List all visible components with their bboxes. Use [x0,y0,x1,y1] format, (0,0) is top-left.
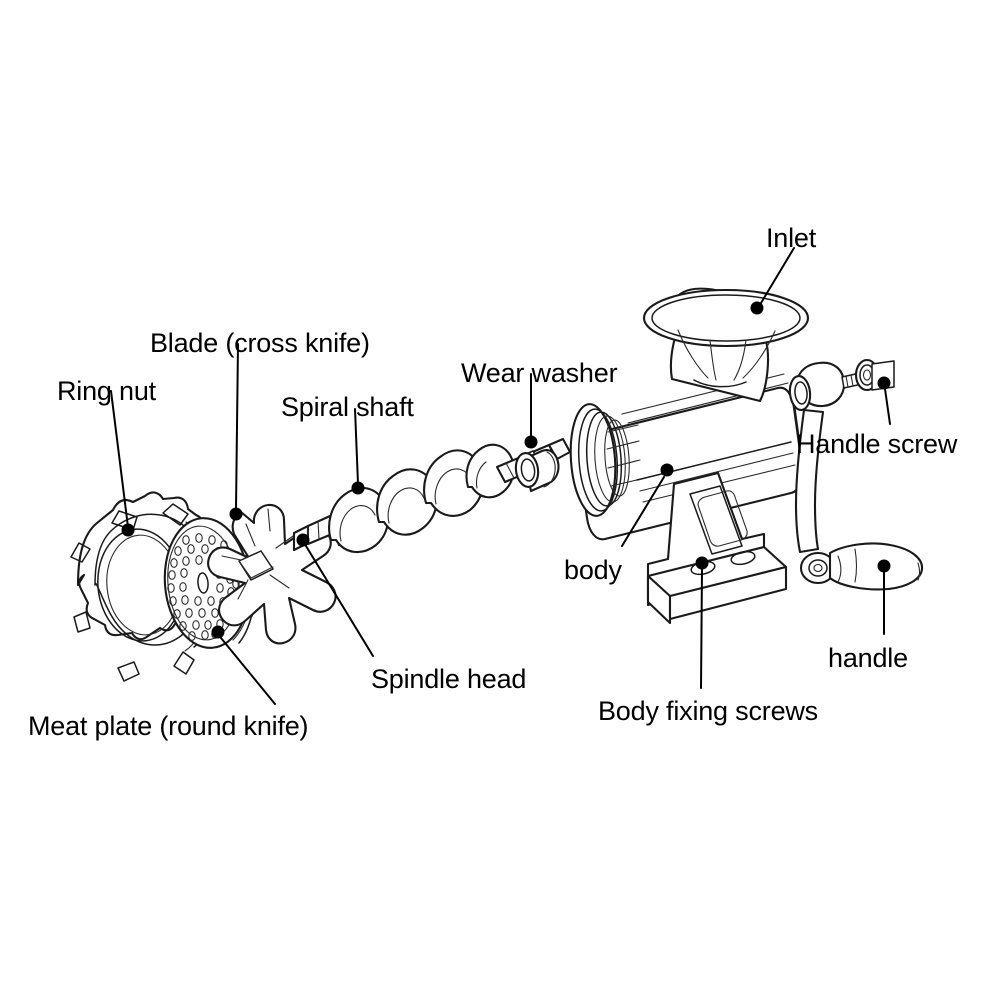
leader-lines [110,247,891,705]
leader-dot-wear-washer [524,435,538,449]
label-spindle-head: Spindle head [371,664,527,694]
leader-dot-handle-screw [877,376,891,390]
part-wear-washer [514,449,560,493]
leader-dot-body-screws [695,556,709,570]
leader-dot-blade [229,507,243,521]
part-handle-screw [788,358,895,411]
leader-dot-meat-plate [211,625,225,639]
part-inlet [642,287,810,403]
label-handle: handle [828,643,908,673]
leader-dot-spindle-head [296,533,310,547]
label-wear-washer: Wear washer [461,358,618,388]
leader-dot-handle [877,559,891,573]
label-spiral-shaft: Spiral shaft [281,392,414,422]
label-ring-nut: Ring nut [57,376,156,406]
label-body-screws: Body fixing screws [598,696,818,726]
label-blade: Blade (cross knife) [150,328,370,358]
leader-dot-body [660,463,674,477]
label-handle-screw: Handle screw [796,429,958,459]
leader-dot-inlet [750,301,764,315]
part-handle [794,408,924,591]
label-meat-plate: Meat plate (round knife) [28,711,309,741]
part-body [569,373,805,625]
leader-dot-spiral-shaft [351,481,365,495]
leader-dot-ring-nut [121,523,135,537]
label-inlet: Inlet [766,223,817,253]
label-body: body [564,555,622,585]
